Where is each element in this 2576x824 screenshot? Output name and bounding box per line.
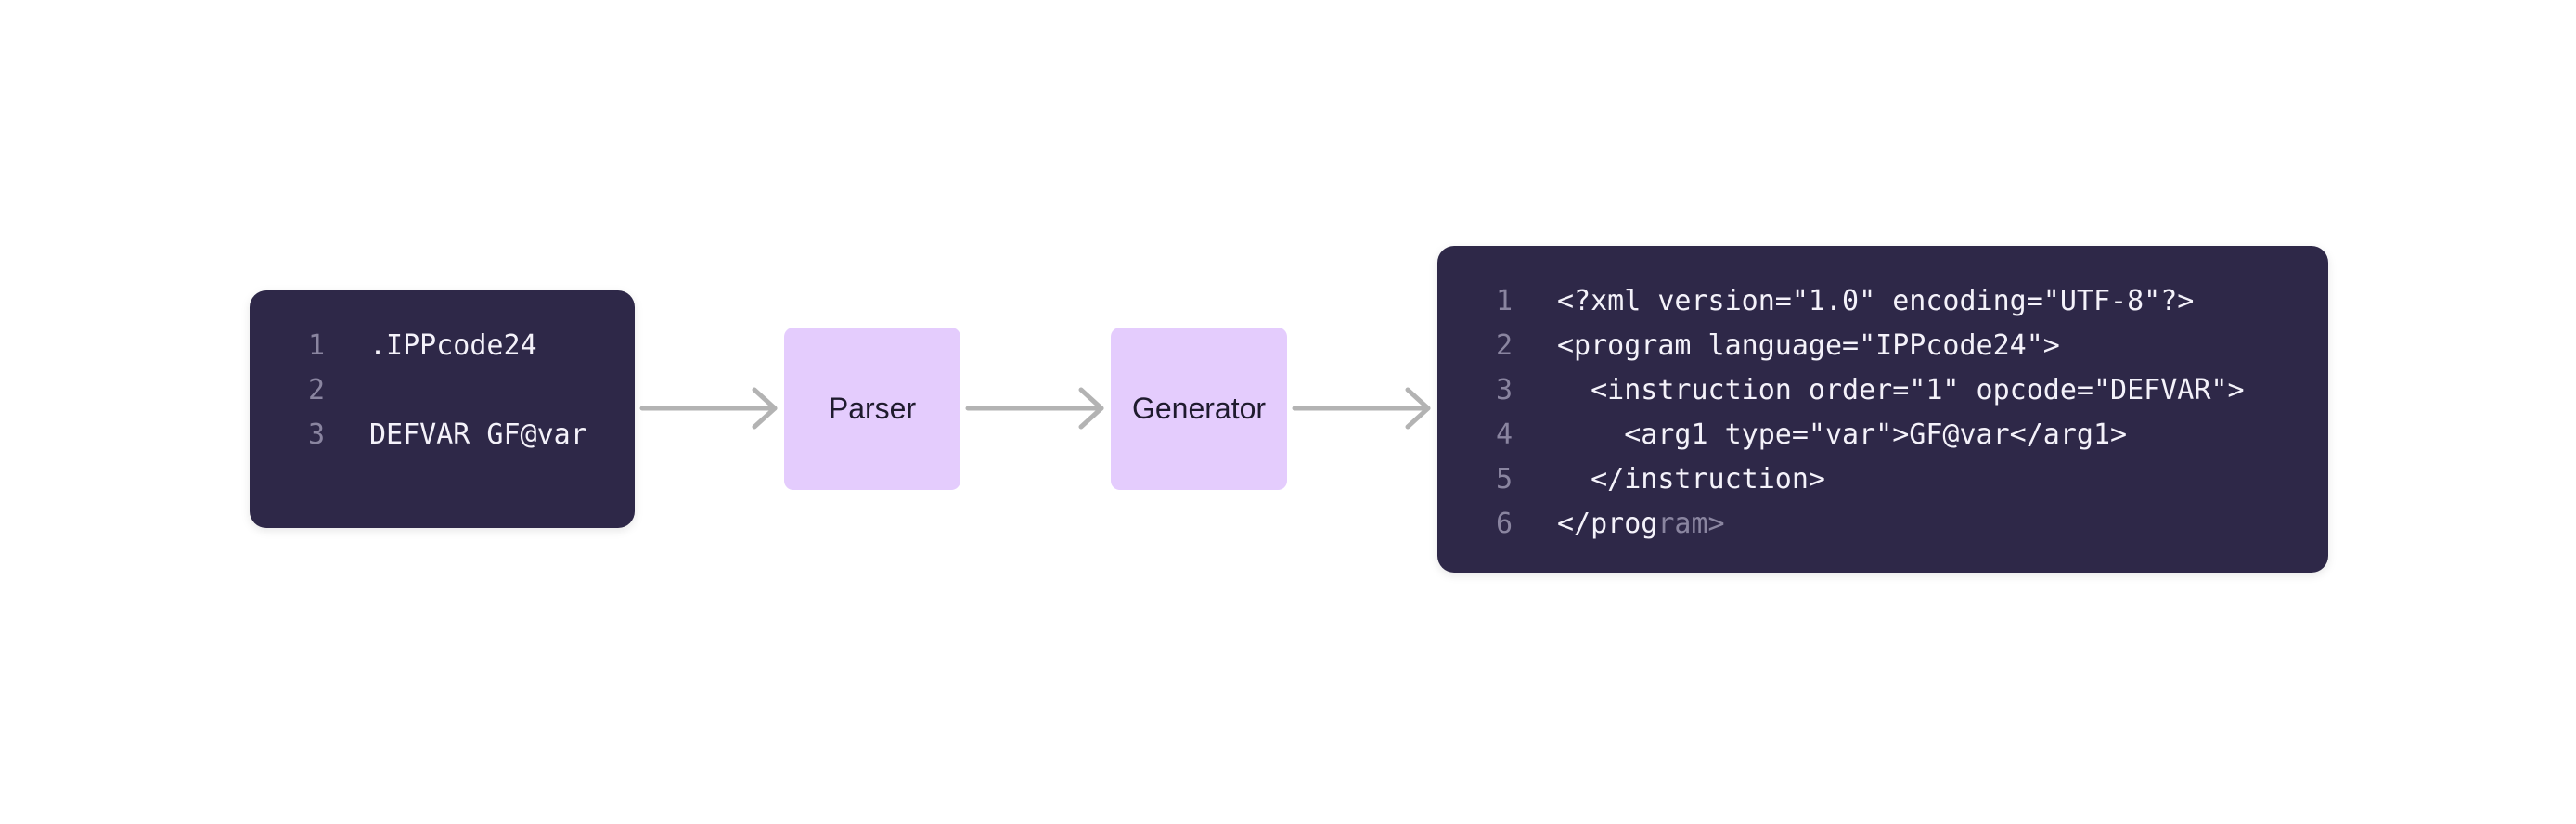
line-number: 4 — [1495, 418, 1513, 451]
code-line: 4 <arg1 type="var">GF@var</arg1> — [1437, 413, 2328, 457]
line-number: 1 — [307, 329, 325, 362]
code-line: 2 — [250, 368, 635, 413]
arrow-generator-to-output — [1292, 387, 1431, 430]
code-text: <program language="IPPcode24"> — [1557, 329, 2060, 362]
code-line: 3 DEFVAR GF@var — [250, 413, 635, 457]
parser-label: Parser — [828, 392, 917, 425]
line-number: 3 — [1495, 374, 1513, 406]
line-number: 5 — [1495, 463, 1513, 496]
code-line: 2 <program language="IPPcode24"> — [1437, 324, 2328, 368]
code-text-faded: ram> — [1657, 508, 1725, 540]
arrow-parser-to-generator — [965, 387, 1104, 430]
code-line: 5 </instruction> — [1437, 457, 2328, 502]
line-number: 2 — [307, 374, 325, 406]
parser-stage: Parser — [784, 328, 960, 490]
line-number: 1 — [1495, 285, 1513, 317]
line-number: 3 — [307, 418, 325, 451]
line-number: 6 — [1495, 508, 1513, 540]
code-line: 1 .IPPcode24 — [250, 324, 635, 368]
line-number: 2 — [1495, 329, 1513, 362]
code-text: <?xml version="1.0" encoding="UTF-8"?> — [1557, 285, 2195, 317]
code-text: <arg1 type="var">GF@var</arg1> — [1557, 418, 2128, 451]
code-text: </program> — [1557, 502, 1725, 547]
code-text: <instruction order="1" opcode="DEFVAR"> — [1557, 374, 2245, 406]
generator-label: Generator — [1131, 392, 1267, 425]
code-line: 1 <?xml version="1.0" encoding="UTF-8"?> — [1437, 279, 2328, 324]
code-text: .IPPcode24 — [369, 329, 537, 362]
code-text: </instruction> — [1557, 463, 1825, 496]
code-text: DEFVAR GF@var — [369, 418, 587, 451]
code-text-visible: </prog — [1557, 508, 1658, 540]
code-line: 6 </program> — [1437, 502, 2328, 547]
input-code-panel: 1 .IPPcode24 2 3 DEFVAR GF@var — [250, 290, 635, 528]
code-line: 3 <instruction order="1" opcode="DEFVAR"… — [1437, 368, 2328, 413]
generator-stage: Generator — [1111, 328, 1287, 490]
arrow-input-to-parser — [639, 387, 778, 430]
output-code-panel: 1 <?xml version="1.0" encoding="UTF-8"?>… — [1437, 246, 2328, 573]
